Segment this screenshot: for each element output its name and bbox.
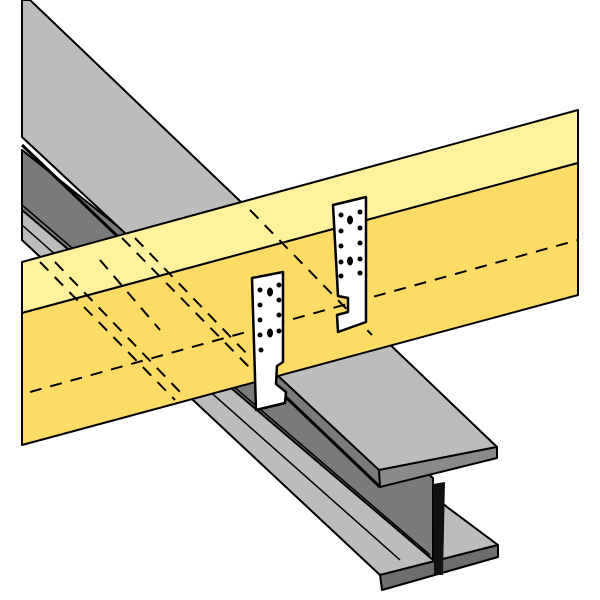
bracket-nail-holes — [257, 282, 282, 353]
timber-front-face — [21, 162, 579, 446]
angle-bracket-right — [331, 195, 368, 334]
hidden-lines — [29, 209, 579, 401]
angle-bracket-left — [250, 270, 288, 412]
top-flange-end-face — [378, 446, 498, 488]
web-end-face — [433, 482, 445, 575]
timber-beam — [21, 109, 579, 446]
bracket-nail-holes — [338, 209, 363, 279]
